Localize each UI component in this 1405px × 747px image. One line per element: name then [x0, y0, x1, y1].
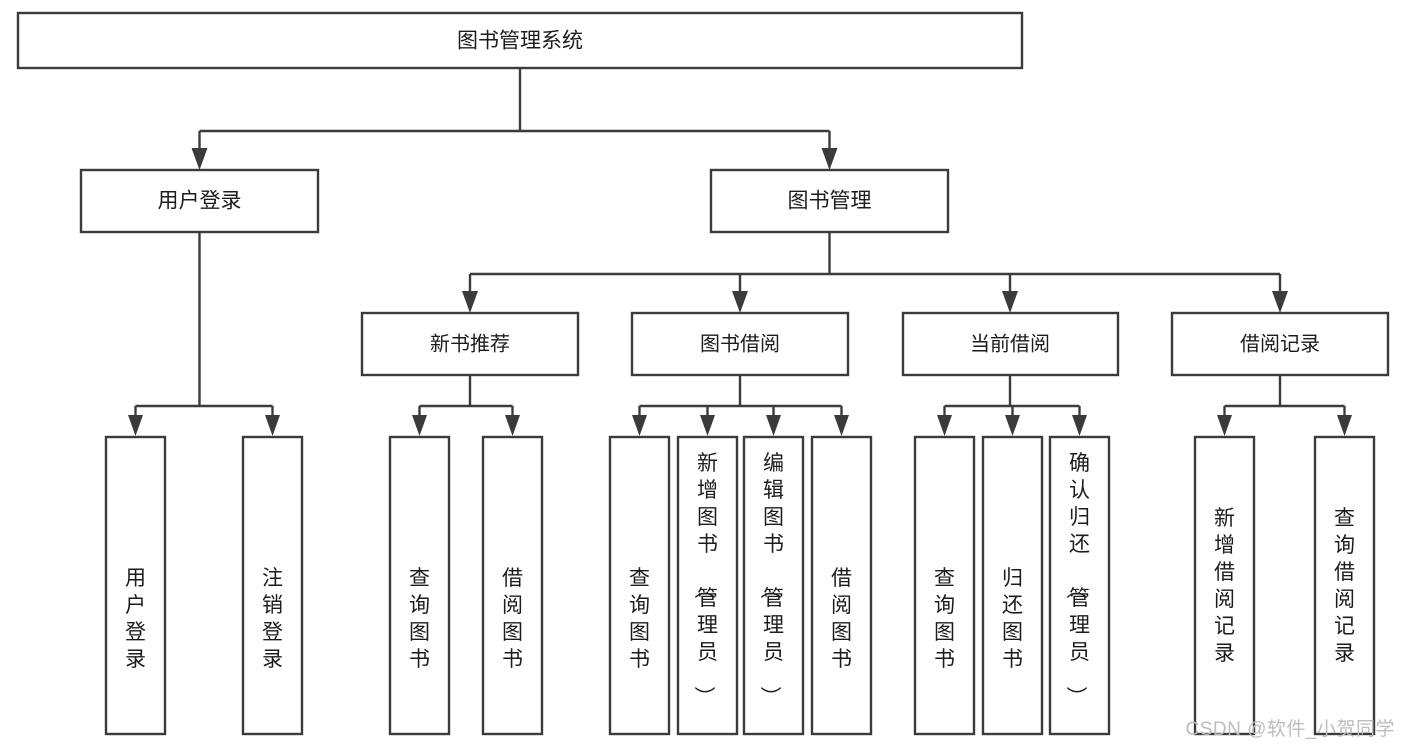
node-root-box[interactable]	[16, 11, 1024, 70]
node-book-borrow-box[interactable]	[630, 311, 850, 377]
node-borrow-record-box[interactable]	[1170, 311, 1390, 377]
arrow-head-new-book-recommend	[462, 291, 478, 313]
node-leaf-borrow-book-1-box[interactable]	[481, 435, 544, 736]
arrow-head-leaf-query-book-3	[937, 415, 952, 436]
node-leaf-query-book-2[interactable]: 查询图书	[608, 435, 671, 736]
arrow-head-leaf-user-login	[128, 415, 143, 436]
node-user-login[interactable]: 用户登录	[79, 168, 320, 234]
node-leaf-add-book-admin[interactable]: 新增图书（管理员）	[676, 435, 739, 736]
arrow-head-leaf-return-book	[1005, 415, 1020, 436]
node-user-login-label: 用户登录	[158, 190, 242, 213]
arrow-head-current-borrow	[1002, 291, 1018, 313]
node-leaf-confirm-return-label: 确认归还（管理员）	[1064, 452, 1090, 707]
node-leaf-borrow-book-1-label: 借阅图书	[502, 567, 523, 671]
node-leaf-query-book-1[interactable]: 查询图书	[388, 435, 451, 736]
node-leaf-query-book-3-box[interactable]	[913, 435, 976, 736]
node-leaf-query-book-1-box[interactable]	[388, 435, 451, 736]
node-leaf-add-book-admin-label: 新增图书（管理员）	[692, 452, 718, 707]
node-leaf-borrow-book-2-box[interactable]	[810, 435, 873, 736]
node-user-login-box[interactable]	[79, 168, 320, 234]
arrow-head-leaf-query-borrow-record	[1337, 415, 1352, 436]
node-book-borrow-label: 图书借阅	[700, 332, 780, 355]
arrow-head-user-login	[191, 148, 208, 170]
node-leaf-query-book-2-label: 查询图书	[629, 567, 650, 671]
arrow-head-leaf-borrow-book-1	[505, 415, 520, 436]
node-root[interactable]: 图书管理系统	[16, 11, 1024, 70]
node-leaf-return-book-box[interactable]	[981, 435, 1044, 736]
node-borrow-record[interactable]: 借阅记录	[1170, 311, 1390, 377]
arrow-head-borrow-record	[1272, 291, 1288, 313]
node-borrow-record-label: 借阅记录	[1240, 332, 1320, 355]
node-leaf-borrow-book-2-label: 借阅图书	[831, 567, 852, 671]
node-new-book-recommend-label: 新书推荐	[430, 332, 510, 355]
arrow-head-book-manage	[821, 148, 838, 170]
node-leaf-confirm-return-box[interactable]	[1048, 435, 1111, 736]
arrow-head-leaf-add-borrow-record	[1217, 415, 1232, 436]
node-root-label: 图书管理系统	[457, 30, 583, 53]
node-leaf-user-logout[interactable]: 注销登录	[241, 435, 304, 736]
node-new-book-recommend-box[interactable]	[360, 311, 580, 377]
node-current-borrow-label: 当前借阅	[970, 332, 1050, 355]
node-current-borrow-box[interactable]	[901, 311, 1120, 377]
node-leaf-user-login[interactable]: 用户登录	[104, 435, 167, 736]
node-book-manage-box[interactable]	[709, 168, 950, 234]
node-leaf-edit-book-admin-label: 编辑图书（管理员）	[758, 452, 784, 707]
node-book-manage[interactable]: 图书管理	[709, 168, 950, 234]
node-leaf-return-book-label: 归还图书	[1002, 567, 1023, 671]
arrow-head-leaf-user-logout	[265, 415, 280, 436]
node-leaf-add-borrow-record-label: 新增借阅记录	[1214, 507, 1235, 665]
node-current-borrow[interactable]: 当前借阅	[901, 311, 1120, 377]
arrow-head-leaf-edit-book-admin	[766, 415, 781, 436]
node-leaf-add-borrow-record[interactable]: 新增借阅记录	[1193, 435, 1256, 736]
arrow-head-leaf-query-book-2	[632, 415, 647, 436]
node-leaf-borrow-book-1[interactable]: 借阅图书	[481, 435, 544, 736]
node-leaf-query-book-3[interactable]: 查询图书	[913, 435, 976, 736]
arrow-head-leaf-query-book-1	[412, 415, 427, 436]
node-leaf-return-book[interactable]: 归还图书	[981, 435, 1044, 736]
arrow-head-leaf-borrow-book-2	[834, 415, 849, 436]
node-leaf-query-book-2-box[interactable]	[608, 435, 671, 736]
node-leaf-user-logout-label: 注销登录	[262, 567, 283, 671]
node-leaf-user-login-label: 用户登录	[125, 567, 146, 671]
arrow-head-leaf-confirm-return	[1072, 415, 1087, 436]
node-leaf-confirm-return[interactable]: 确认归还（管理员）	[1048, 435, 1111, 736]
connector-layer	[128, 68, 1352, 436]
node-leaf-query-book-3-label: 查询图书	[934, 567, 955, 671]
node-new-book-recommend[interactable]: 新书推荐	[360, 311, 580, 377]
node-book-manage-label: 图书管理	[788, 190, 872, 213]
node-leaf-edit-book-admin-box[interactable]	[742, 435, 805, 736]
node-leaf-add-book-admin-box[interactable]	[676, 435, 739, 736]
node-leaf-query-borrow-record[interactable]: 查询借阅记录	[1313, 435, 1376, 736]
arrow-head-book-borrow	[732, 291, 748, 313]
node-leaf-query-book-1-label: 查询图书	[409, 567, 430, 671]
arrow-head-leaf-add-book-admin	[700, 415, 715, 436]
node-book-borrow[interactable]: 图书借阅	[630, 311, 850, 377]
node-leaf-query-borrow-record-box[interactable]	[1313, 435, 1376, 736]
node-leaf-add-borrow-record-box[interactable]	[1193, 435, 1256, 736]
node-leaf-query-borrow-record-label: 查询借阅记录	[1334, 507, 1355, 665]
node-leaf-borrow-book-2[interactable]: 借阅图书	[810, 435, 873, 736]
node-leaf-edit-book-admin[interactable]: 编辑图书（管理员）	[742, 435, 805, 736]
csdn-watermark: CSDN @软件_小贺同学	[1185, 719, 1395, 740]
node-leaf-user-login-box[interactable]	[104, 435, 167, 736]
node-leaf-user-logout-box[interactable]	[241, 435, 304, 736]
